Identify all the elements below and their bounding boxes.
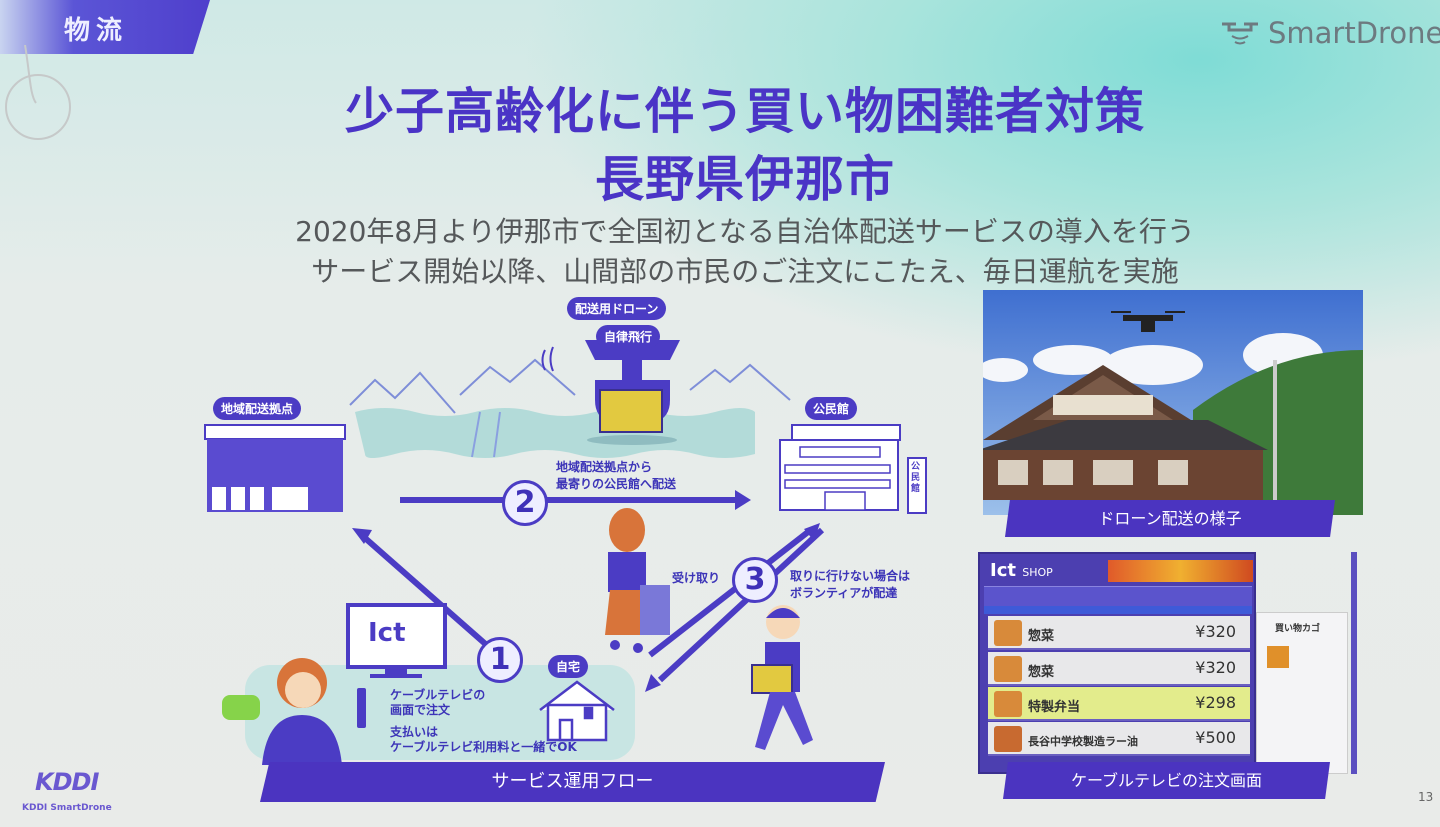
step-3-badge: 3 [732, 557, 778, 603]
tv-ict-logo: Ict [368, 618, 406, 648]
house-illustration [539, 680, 615, 742]
bicycle-icon [5, 45, 71, 140]
kddi-smartdrone-text: KDDI SmartDrone [22, 803, 112, 813]
woman-ordering-illustration [222, 658, 366, 765]
autonomous-flight-label: 自律飛行 [596, 325, 661, 348]
step-2-text: 地域配送拠点から最寄りの公民館へ配送 [556, 460, 677, 491]
step-1-badge: 1 [477, 637, 523, 683]
pickup-text: 受け取り [672, 571, 721, 585]
order-screen-caption: ケーブルテレビの注文画面 [1003, 762, 1330, 799]
hall-sign: 公民館 [911, 462, 921, 494]
title-line2: 長野県伊那市 [594, 151, 895, 208]
category-tag: 物流 [0, 0, 210, 54]
subtitle-line2: サービス開始以降、山間部の市民のご注文にこたえ、毎日運航を実施 [311, 255, 1179, 288]
mountains-illustration [349, 358, 791, 414]
ict-shop-logo: Ict SHOP [990, 560, 1053, 581]
cart-item-thumbnail [1267, 646, 1289, 668]
drone-delivery-photo [983, 290, 1363, 515]
cart-scrollbar[interactable] [1351, 552, 1357, 774]
depot-label: 地域配送拠点 [213, 397, 302, 420]
river-illustration [355, 408, 755, 458]
cart-title: 買い物カゴ [1275, 624, 1321, 634]
category-tabs[interactable] [984, 586, 1252, 606]
home-area-background [245, 665, 635, 760]
step-1-text: ケーブルテレビの画面で注文 [390, 688, 486, 717]
promo-banner [1108, 560, 1253, 582]
community-hall-illustration [779, 424, 927, 514]
subtitle-line1: 2020年8月より伊那市で全国初となる自治体配送サービスの導入を行う [295, 215, 1195, 248]
depot-building-illustration [204, 424, 346, 512]
flow-arrows [352, 490, 825, 692]
menu-item[interactable]: 惣菜¥320 [988, 652, 1250, 686]
drone-in-photo [1111, 311, 1185, 332]
kddi-logo: KDDI [35, 768, 99, 796]
step-2-badge: 2 [502, 480, 548, 526]
drone-illustration [541, 340, 680, 445]
tv-illustration [346, 603, 447, 678]
delivery-volunteer-illustration [751, 605, 813, 750]
photo-caption: ドローン配送の様子 [1005, 500, 1335, 537]
menu-item[interactable]: 惣菜¥320 [988, 616, 1250, 650]
shopping-cart-panel: 買い物カゴ [1256, 612, 1348, 774]
drone-icon [1222, 22, 1258, 45]
service-flow-caption: サービス運用フロー [260, 762, 885, 802]
order-screen: Ict SHOP 惣菜¥320 惣菜¥320 特製弁当¥298 長谷中学校製造ラ… [978, 552, 1256, 774]
woman-with-cart-illustration [605, 508, 670, 653]
smartdrone-logo: SmartDrone [1220, 16, 1440, 50]
title-line1: 少子高齢化に伴う買い物困難者対策 [344, 83, 1145, 140]
drone-label: 配送用ドローン [567, 297, 667, 320]
menu-item[interactable]: 長谷中学校製造ラー油¥500 [988, 722, 1250, 756]
menu-item-highlighted[interactable]: 特製弁当¥298 [988, 687, 1250, 721]
service-flow-diagram [204, 340, 927, 765]
payment-text: 支払いはケーブルテレビ利用料と一緒でOK [390, 725, 577, 754]
info-strip [984, 606, 1252, 614]
home-label: 自宅 [548, 655, 589, 678]
hall-label: 公民館 [805, 397, 858, 420]
step-3-text: 取りに行けない場合はボランティアが配達 [790, 569, 911, 600]
page-number: 13 [1418, 790, 1434, 804]
